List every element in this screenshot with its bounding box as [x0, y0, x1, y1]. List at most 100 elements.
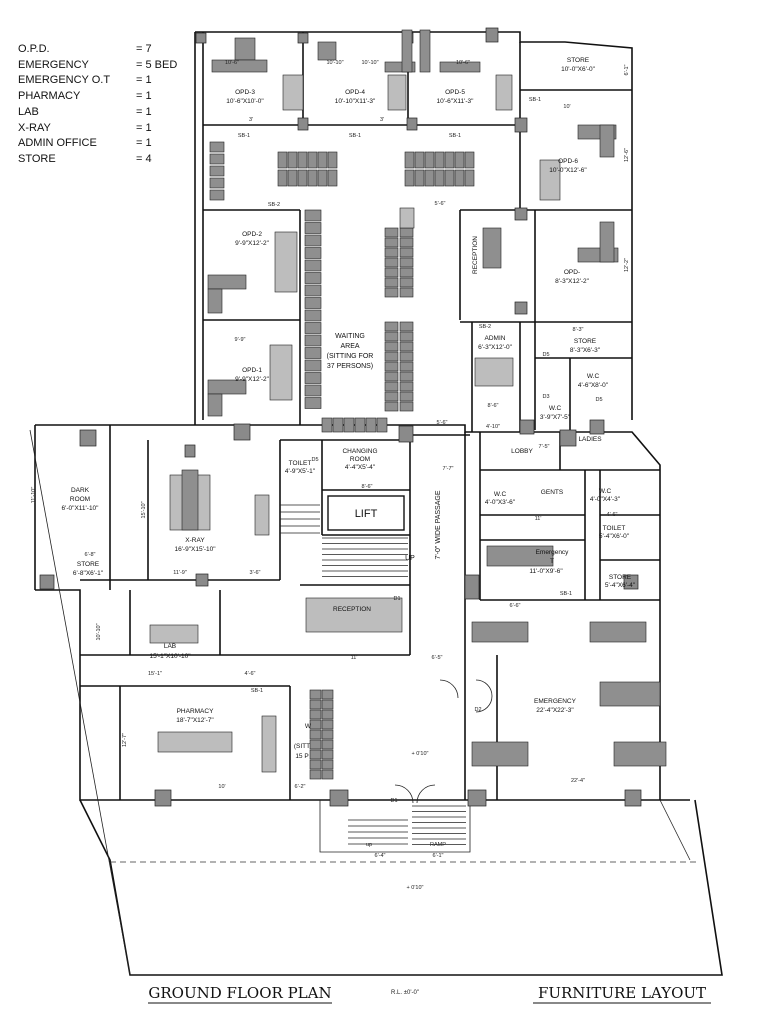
svg-text:6'-6": 6'-6"	[510, 603, 521, 609]
svg-text:6'-1": 6'-1"	[433, 853, 444, 859]
size-store-right: 8'-3"X6'-3"	[570, 347, 601, 354]
schedule-item: LAB	[18, 105, 39, 118]
ramp-up-label: up	[366, 842, 372, 848]
waiting-chair	[399, 391, 414, 402]
waiting-chair	[384, 287, 399, 298]
schedule-item: X-RAY	[18, 121, 51, 134]
schedule-item: O.P.D.	[18, 43, 50, 55]
door-tag-sb1-b: SB-1	[349, 133, 361, 139]
schedule-row: X-RAY= 1	[18, 121, 177, 137]
size-toilet1: 4'-9"X5'-1"	[285, 468, 316, 475]
waiting-chair	[354, 417, 366, 433]
waiting-chair	[399, 257, 414, 268]
door-tag-sb1-f: SB-1	[560, 591, 572, 597]
waiting-chair	[321, 749, 334, 760]
label-opd4: OPD-4	[345, 89, 365, 96]
waiting-chair	[384, 277, 399, 288]
svg-text:6'-1": 6'-1"	[624, 64, 630, 75]
svg-text:6'-8": 6'-8"	[85, 552, 96, 558]
waiting-chair	[321, 769, 334, 780]
door-tag-d1-a: D1	[393, 596, 400, 602]
waiting-chair	[399, 287, 414, 298]
waiting-chair	[404, 169, 415, 187]
waiting-chair	[209, 189, 225, 201]
waiting-chair	[327, 151, 338, 169]
waiting-chair	[309, 729, 322, 740]
waiting-chair	[384, 341, 399, 352]
emergency-bed	[599, 681, 661, 707]
label-opd2: OPD-2	[242, 231, 262, 238]
svg-text:+ 0'10": + 0'10"	[407, 885, 424, 891]
svg-text:3': 3'	[380, 117, 384, 123]
size-pharmacy: 18'-7"X12'-7"	[176, 717, 214, 724]
size-xray: 16'-9"X15'-10"	[174, 546, 216, 553]
label-waiting2-3: 15 P	[295, 753, 308, 760]
size-wc4: 4'-0"X4'-3"	[590, 496, 621, 503]
label-opd6: OPD-6	[558, 158, 578, 165]
size-wc3: 4'-0"X3'-6"	[485, 499, 516, 506]
label-toilet1: TOILET	[289, 460, 312, 467]
size-store-top: 10'-0"X6'-0"	[561, 66, 596, 73]
waiting-chair	[209, 141, 225, 153]
waiting-chair	[309, 739, 322, 750]
waiting-chair	[309, 759, 322, 770]
label-darkroom-1: DARK	[71, 487, 90, 494]
label-emergency-ot-2: T	[550, 558, 554, 565]
waiting-chair	[376, 417, 388, 433]
schedule-item: PHARMACY	[18, 90, 81, 103]
waiting-chair	[464, 169, 475, 187]
svg-text:10'-6": 10'-6"	[456, 60, 470, 66]
emergency-bed	[613, 741, 667, 767]
waiting-chair	[384, 227, 399, 238]
label-opd5: OPD-5	[445, 89, 465, 96]
door-tag-sb1-e: SB-1	[251, 688, 263, 694]
schedule-item: ADMIN OFFICE	[18, 137, 97, 150]
waiting-chair	[304, 209, 322, 222]
label-lift: LIFT	[355, 508, 378, 520]
waiting-chair	[304, 284, 322, 297]
waiting-chair	[304, 309, 322, 322]
waiting-chair	[304, 322, 322, 334]
waiting-chair	[304, 347, 322, 359]
door-tag-sb2-b: SB-2	[479, 324, 491, 330]
svg-text:10'-10": 10'-10"	[96, 623, 102, 640]
door-tag-d3: D3	[542, 394, 549, 400]
label-reception-center: RECEPTION	[333, 606, 371, 613]
label-toilet2: TOILET	[603, 525, 626, 532]
size-store-emergency: 5'-4"X6'-4"	[605, 582, 636, 589]
waiting-chair	[277, 151, 288, 169]
label-store-left: STORE	[77, 561, 100, 568]
svg-text:22'-4": 22'-4"	[571, 778, 585, 784]
waiting-chair	[399, 247, 414, 258]
label-store-right: STORE	[574, 338, 597, 345]
schedule-item: EMERGENCY	[18, 58, 89, 71]
emergency-bed	[589, 621, 647, 643]
waiting-chair	[343, 417, 355, 433]
size-lab: 15'-1"X10'-10"	[149, 653, 191, 660]
svg-text:12'-6": 12'-6"	[624, 148, 630, 162]
size-opd5: 10'-6"X11'-3"	[437, 98, 475, 105]
label-waiting-2: AREA	[340, 343, 359, 350]
title-furniture-layout: FURNITURE LAYOUT	[538, 984, 706, 1002]
waiting-chair	[384, 401, 399, 412]
schedule-row: STORE= 4	[18, 152, 177, 168]
svg-text:10'-10": 10'-10"	[326, 60, 343, 66]
size-emergency: 22'-4"X22'-3"	[536, 707, 574, 714]
label-darkroom-2: ROOM	[70, 496, 90, 503]
door-tag-d5-b: D5	[595, 397, 602, 403]
label-store-top: STORE	[567, 57, 590, 64]
waiting-chair	[399, 267, 414, 278]
waiting-chair	[321, 689, 334, 700]
waiting-chair	[399, 331, 414, 342]
door-tag-d2: D2	[474, 707, 481, 713]
schedule-row: ADMIN OFFICE= 1	[18, 136, 177, 152]
interior-walls	[80, 32, 660, 800]
waiting-chair	[317, 169, 328, 187]
waiting-chair	[317, 151, 328, 169]
waiting-chair	[384, 247, 399, 258]
svg-text:7'-7": 7'-7"	[443, 466, 454, 472]
waiting-chair	[297, 169, 308, 187]
waiting-chair	[399, 371, 414, 382]
waiting-chair	[304, 359, 322, 372]
svg-text:15'-1": 15'-1"	[148, 671, 162, 677]
